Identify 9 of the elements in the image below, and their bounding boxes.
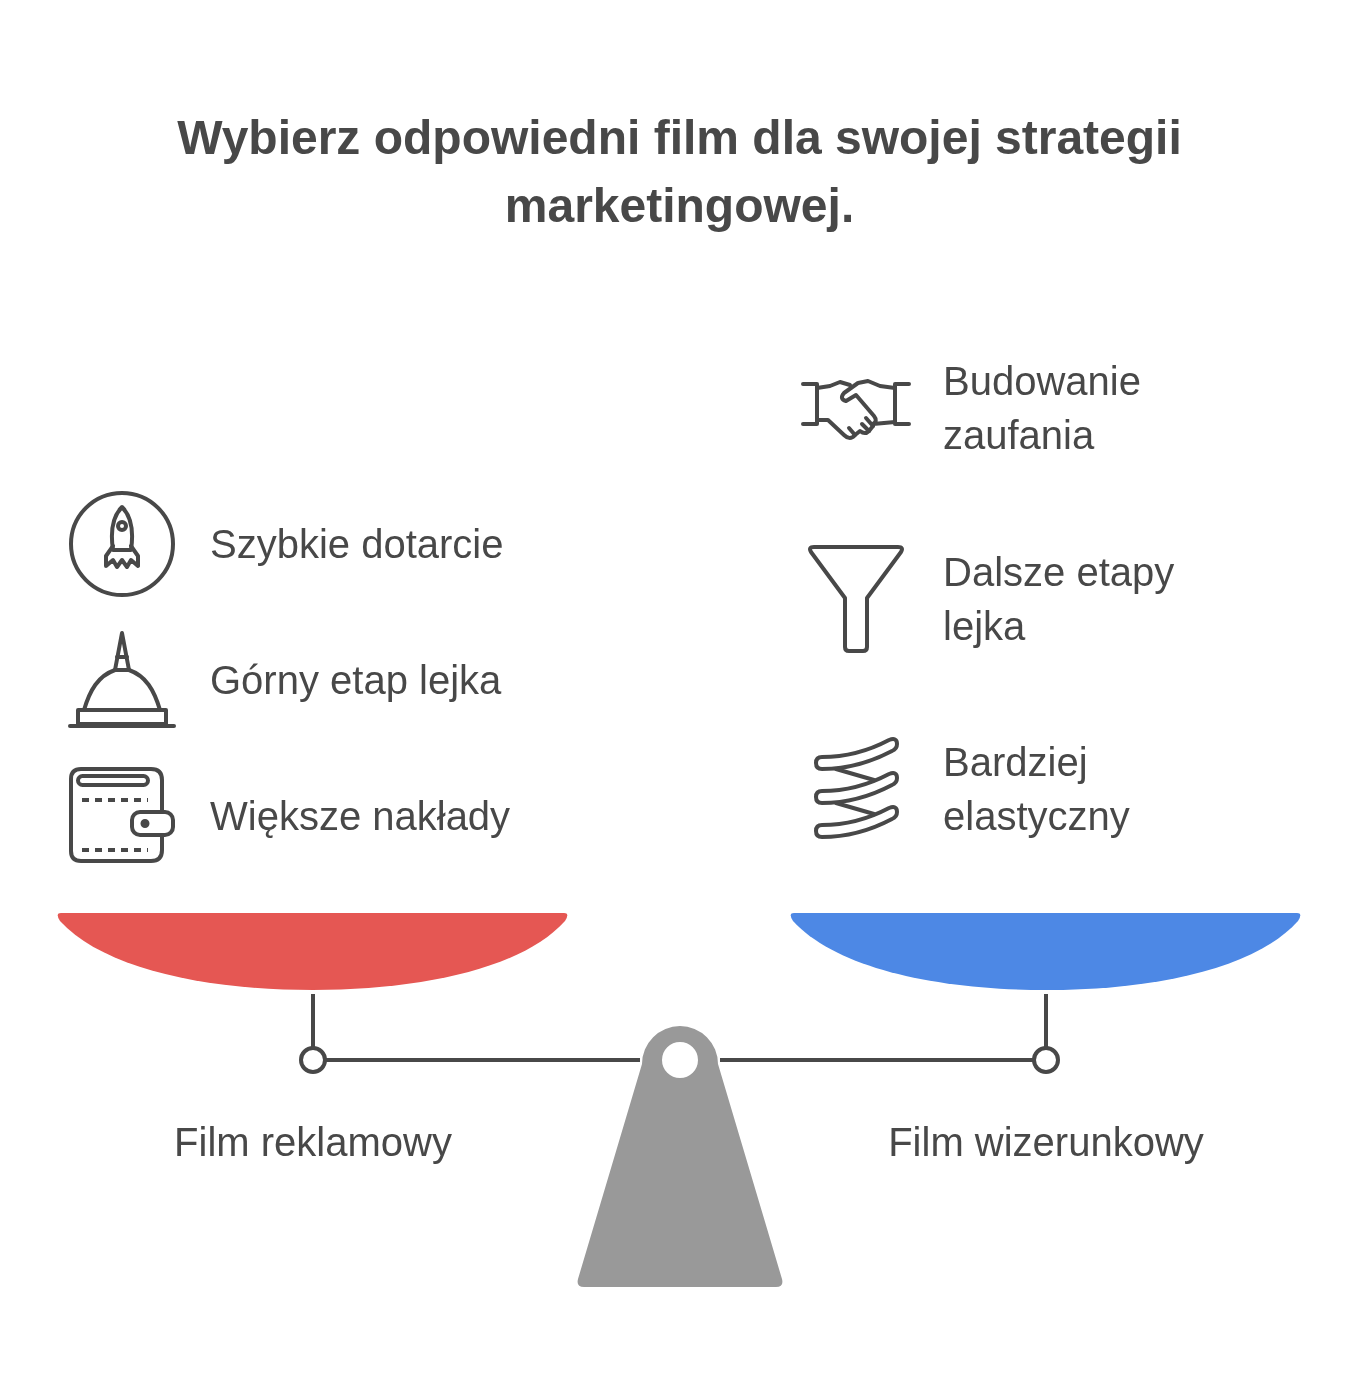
- feature-label: Bardziej elastyczny: [943, 739, 1131, 840]
- option-label: Film reklamowy: [173, 1119, 453, 1166]
- feature-label: Dalsze etapy lejka: [943, 549, 1176, 650]
- feature-label: Większe nakłady: [210, 793, 512, 840]
- option-label: Film wizerunkowy: [887, 1119, 1205, 1166]
- diagram-title: Wybierz odpowiedni film dla swojej strategii marketingowej.: [176, 110, 1183, 234]
- feature-label: Szybkie dotarcie: [210, 521, 505, 568]
- feature-label: Budowanie zaufania: [943, 358, 1142, 459]
- feature-label: Górny etap lejka: [210, 657, 503, 704]
